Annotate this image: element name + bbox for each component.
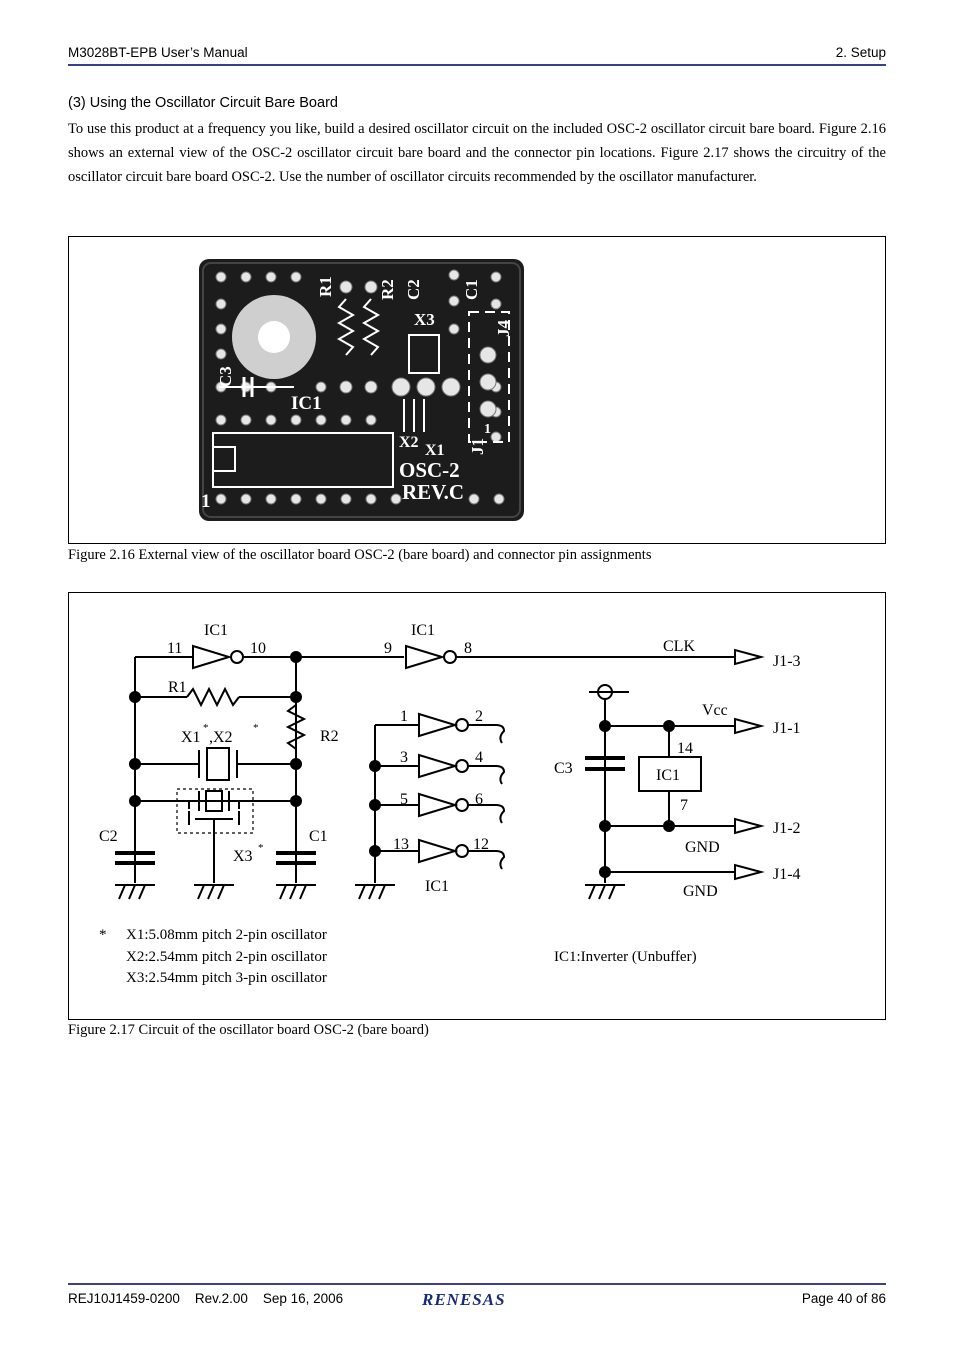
label-ic1-a: IC1 <box>204 622 228 639</box>
silk-pin-one: 1 <box>201 491 211 512</box>
header-section: 2. Setup <box>835 45 886 60</box>
label-pin-9: 9 <box>384 640 392 657</box>
label-c1: C1 <box>309 828 328 845</box>
note-x3: X3:2.54mm pitch 3-pin oscillator <box>126 970 327 986</box>
note-x1: X1:5.08mm pitch 2-pin oscillator <box>126 927 327 943</box>
label-gnd-1: GND <box>685 839 720 856</box>
note-mark: * <box>99 927 107 943</box>
label-j1-1: J1-1 <box>773 720 801 737</box>
silk-c3: C3 <box>216 366 235 387</box>
silk-x3: X3 <box>414 310 435 329</box>
silk-j1: J1 <box>468 438 487 455</box>
figure-2-17-caption: Figure 2.17 Circuit of the oscillator bo… <box>68 1022 429 1038</box>
silk-c1: C1 <box>462 279 481 300</box>
silk-rev: REV.C <box>402 480 464 504</box>
footer-page-number: Page 40 of 86 <box>801 1291 886 1306</box>
label-x1: X1 <box>181 729 201 746</box>
label-c3: C3 <box>554 760 573 777</box>
figure-2-16-caption: Figure 2.16 External view of the oscilla… <box>68 547 652 563</box>
footer-rule <box>68 1283 886 1285</box>
label-j1-4: J1-4 <box>773 866 801 883</box>
label-pin-5: 5 <box>400 791 408 808</box>
label-pin-6: 6 <box>475 791 483 808</box>
silk-j4: J4 <box>494 320 513 338</box>
label-pin-12: 12 <box>473 836 489 853</box>
label-pin-14: 14 <box>677 740 693 757</box>
label-x2-star: * <box>253 722 259 734</box>
osc2-circuit-schematic: IC1 11 10 IC1 9 8 CLK J1-3 R1 R2 X1 * ,X… <box>99 622 801 986</box>
header-manual-title: M3028BT-EPB User’s Manual <box>68 45 248 60</box>
label-x2: ,X2 <box>209 729 233 746</box>
renesas-logo-text: RENESAS <box>421 1290 506 1309</box>
label-r1: R1 <box>168 679 187 696</box>
label-pin-11: 11 <box>167 640 182 657</box>
osc2-board-photo: R1 R2 C2 C1 X3 J4 C3 IC1 X2 X1 J1 1 1 OS… <box>199 259 524 521</box>
label-ic1-c: IC1 <box>425 878 449 895</box>
label-pin-2: 2 <box>475 708 483 725</box>
label-pin-10: 10 <box>250 640 266 657</box>
body-paragraph: To use this product at a frequency you l… <box>68 121 886 185</box>
label-ic1-b: IC1 <box>411 622 435 639</box>
silk-x1: X1 <box>425 442 445 459</box>
silk-ic1: IC1 <box>291 393 322 414</box>
label-c2: C2 <box>99 828 118 845</box>
note-x2: X2:2.54mm pitch 2-pin oscillator <box>126 949 327 965</box>
label-j1-3: J1-3 <box>773 653 801 670</box>
label-pin-4: 4 <box>475 749 483 766</box>
note-ic1: IC1:Inverter (Unbuffer) <box>554 949 697 965</box>
silk-j1-pin1: 1 <box>484 422 491 437</box>
label-pin-3: 3 <box>400 749 408 766</box>
silk-r1: R1 <box>316 276 335 297</box>
label-vcc: Vcc <box>702 702 728 719</box>
label-x1-star: * <box>203 722 209 734</box>
label-x3: X3 <box>233 848 253 865</box>
label-gnd-2: GND <box>683 883 718 900</box>
label-pin-1: 1 <box>400 708 408 725</box>
renesas-logo: RENESAS <box>421 1290 506 1309</box>
silk-c2: C2 <box>404 279 423 300</box>
figure-2-17-frame: IC1 11 10 IC1 9 8 CLK J1-3 R1 R2 X1 * ,X… <box>68 592 886 1020</box>
silk-osc2: OSC-2 <box>399 458 460 482</box>
label-pin-8: 8 <box>464 640 472 657</box>
label-clk: CLK <box>663 638 695 655</box>
silk-x2: X2 <box>399 434 419 451</box>
label-r2: R2 <box>320 728 339 745</box>
label-j1-2: J1-2 <box>773 820 801 837</box>
label-x3-star: * <box>258 842 264 854</box>
silk-r2: R2 <box>378 279 397 300</box>
figure-2-16-frame: R1 R2 C2 C1 X3 J4 C3 IC1 X2 X1 J1 1 1 OS… <box>68 236 886 544</box>
section-title: (3) Using the Oscillator Circuit Bare Bo… <box>68 95 338 111</box>
footer-doc-number: REJ10J1459-0200 Rev.2.00 Sep 16, 2006 <box>68 1291 344 1306</box>
header-rule <box>68 64 886 66</box>
label-ic1-box: IC1 <box>656 767 680 784</box>
label-pin-13: 13 <box>393 836 409 853</box>
label-pin-7: 7 <box>680 797 688 814</box>
